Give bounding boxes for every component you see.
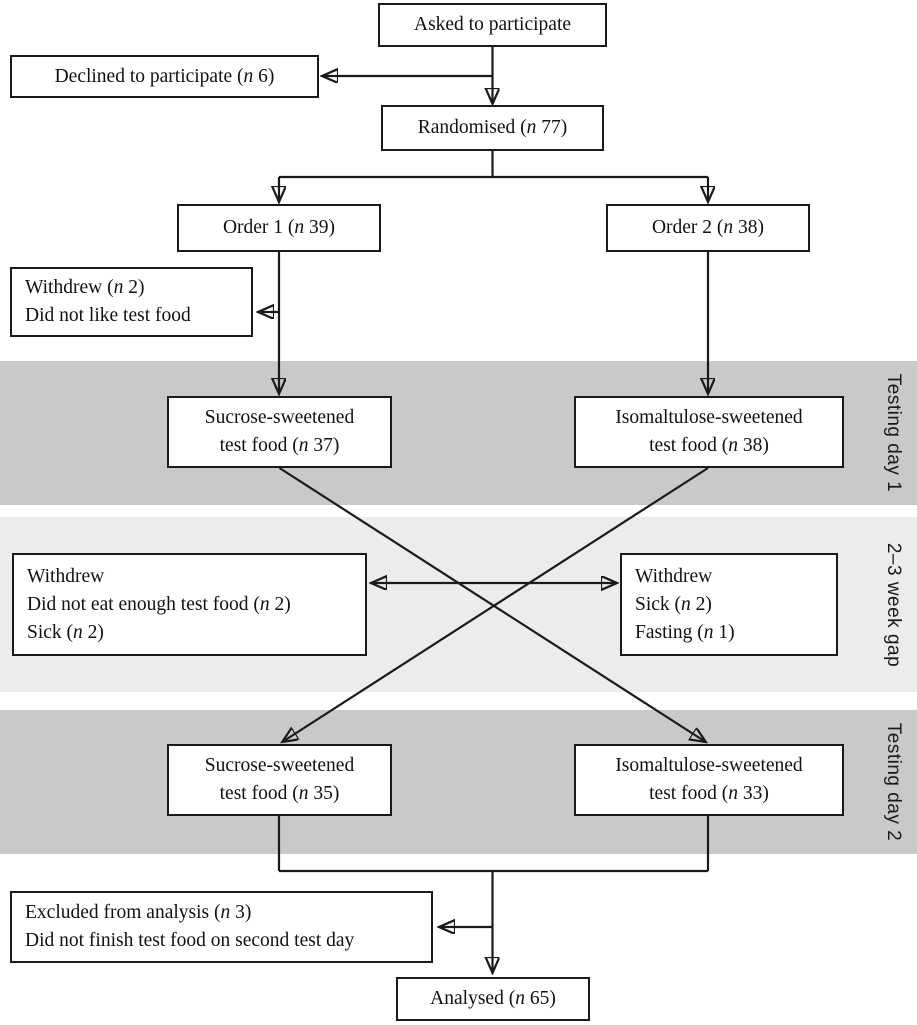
box-text-line: Did not finish test food on second test … (25, 930, 355, 951)
box-order-2: Order 2 (n 38) (606, 204, 810, 252)
box-text-line: Declined to participate (n 6) (54, 65, 275, 87)
band-label-testing-day-1: Testing day 1 (883, 373, 904, 493)
box-analysed: Analysed (n 65) (396, 977, 590, 1021)
box-text-line: Isomaltulose-sweetened (615, 407, 803, 428)
box-text-line: Excluded from analysis (n 3) (25, 902, 252, 923)
box-text-line: Randomised (n 77) (417, 117, 568, 138)
box-text-line: Did not like test food (25, 305, 191, 326)
band-label-testing-day-2: Testing day 2 (883, 722, 904, 842)
arrow-crossover-isomaltulose-to-sucrose (283, 467, 709, 742)
box-isomaltulose-test-food-day1: Isomaltulose-sweetened test food (n 38) (574, 396, 844, 468)
box-asked-to-participate: Asked to participate (378, 3, 607, 47)
box-text-line: Fasting (n 1) (635, 621, 735, 643)
box-withdrew-order-1: Withdrew (n 2) Did not like test food (10, 267, 253, 337)
box-sucrose-test-food-day2: Sucrose-sweetened test food (n 35) (167, 744, 392, 816)
box-text-line: Sucrose-sweetened (204, 755, 355, 776)
box-text-line: Withdrew (27, 565, 105, 587)
arrow-crossover-sucrose-to-isomaltulose (278, 467, 706, 742)
box-text-line: Isomaltulose-sweetened (615, 755, 803, 776)
box-order-1: Order 1 (n 39) (177, 204, 381, 252)
box-text-line: test food (n 38) (649, 435, 769, 456)
box-text-line: Order 2 (n 38) (651, 217, 765, 238)
band-label-week-gap: 2–3 week gap (883, 542, 904, 667)
box-isomaltulose-test-food-day2: Isomaltulose-sweetened test food (n 33) (574, 744, 844, 816)
box-text-line: Withdrew (n 2) (25, 277, 145, 298)
box-text-line: Order 1 (n 39) (222, 217, 336, 238)
box-text-line: test food (n 37) (219, 435, 340, 456)
box-text-line: Withdrew (635, 565, 713, 587)
box-sucrose-test-food-day1: Sucrose-sweetened test food (n 37) (167, 396, 392, 468)
box-randomised: Randomised (n 77) (381, 105, 604, 151)
box-text-line: test food (n 35) (219, 783, 340, 804)
box-text-line: Sucrose-sweetened (204, 407, 355, 428)
box-text-line: test food (n 33) (649, 783, 769, 804)
box-text-line: Asked to participate (413, 14, 572, 35)
box-text-line: Sick (n 2) (635, 593, 712, 615)
box-excluded-from-analysis: Excluded from analysis (n 3) Did not fini… (10, 891, 433, 963)
box-text-line: Sick (n 2) (27, 621, 104, 643)
box-declined-to-participate: Declined to participate (n 6) (10, 55, 319, 98)
box-text-line: Analysed (n 65) (430, 988, 556, 1009)
box-text-line: Did not eat enough test food (n 2) (27, 593, 291, 615)
